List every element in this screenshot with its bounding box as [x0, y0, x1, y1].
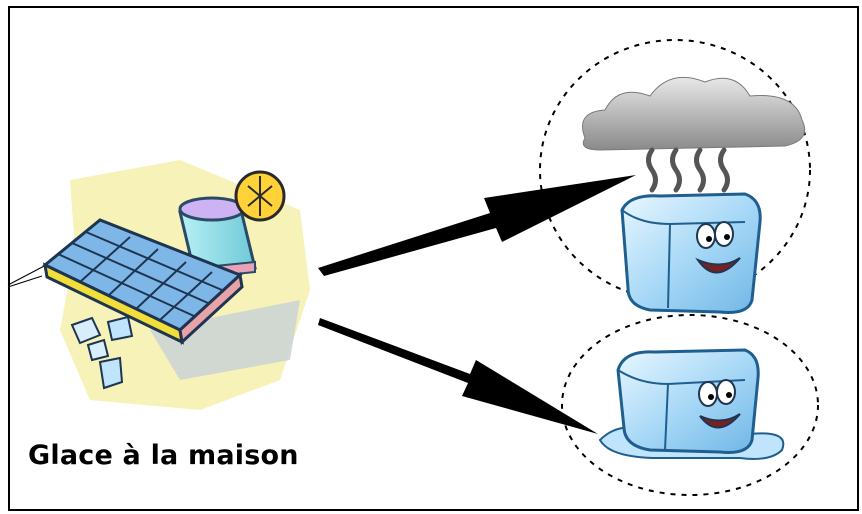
ice-cube-tray-icon	[42, 218, 244, 345]
arrow-to-top	[318, 175, 636, 276]
top-circle	[539, 39, 811, 301]
loose-ice-cubes	[70, 315, 134, 390]
heat-waves-icon	[646, 147, 730, 193]
pointer-line	[7, 263, 49, 288]
ice-tray-clipart	[42, 160, 310, 410]
bottom-circle	[561, 314, 819, 496]
caption-home-ice: Glace à la maison	[28, 440, 299, 471]
melting-ice-cube-icon	[598, 348, 785, 460]
arrow-to-bottom	[318, 318, 598, 434]
smiling-ice-cube-icon	[620, 192, 762, 314]
cloud-icon	[582, 76, 806, 151]
